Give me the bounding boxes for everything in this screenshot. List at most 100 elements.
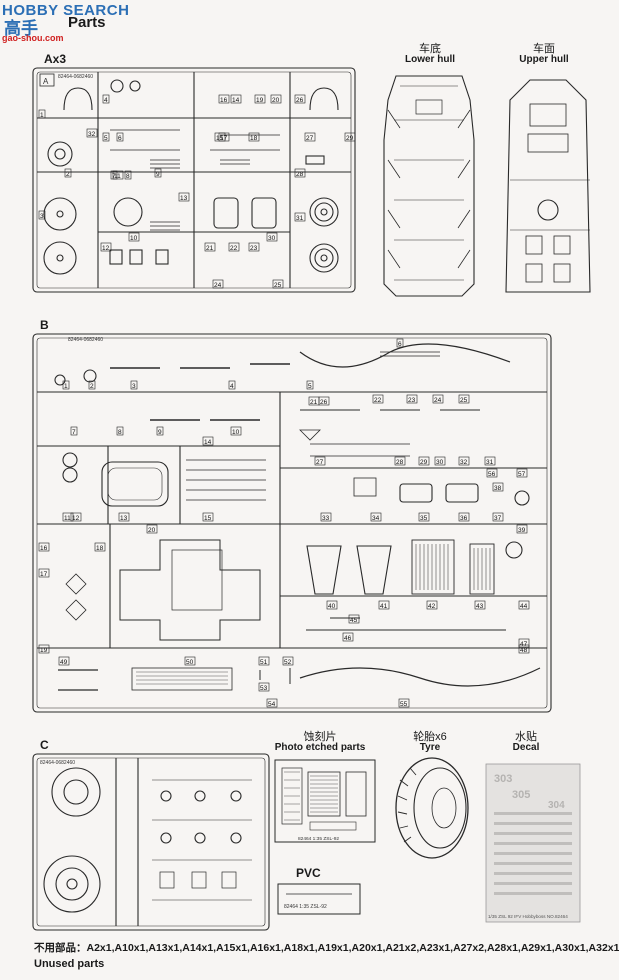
ax3-number-24: 24: [214, 282, 222, 289]
decal-sheet: 303 305 304 1/35 ZSL 92 IFV Hobbyboss NO…: [485, 763, 581, 923]
b-tag-57: [516, 468, 528, 478]
ax3-tag-6: [116, 132, 124, 142]
ax3-number-31: 31: [296, 215, 304, 222]
b-number-36: 36: [460, 515, 468, 522]
b-number-25: 25: [460, 397, 468, 404]
ax3-tag-1: [38, 109, 46, 119]
b-tag-3: [130, 380, 138, 390]
b-number-16: 16: [40, 545, 48, 552]
ax3-tag-9: [154, 168, 162, 178]
ax3-tag-5: [102, 132, 110, 142]
unused-parts-list: A2x1,A10x1,A13x1,A14x1,A15x1,A16x1,A18x1…: [86, 942, 619, 954]
b-number-21: 21: [310, 399, 318, 406]
ax3-number-2: 2: [66, 171, 70, 178]
ax3-tag-30: [266, 232, 278, 242]
b-tag-29: [418, 456, 430, 466]
b-tag-44: [518, 600, 530, 610]
b-number-18: 18: [96, 545, 104, 552]
b-number-14: 14: [204, 439, 212, 446]
b-tag-31: [484, 456, 496, 466]
watermark-brand: HOBBY SEARCH: [2, 2, 130, 19]
b-tag-30: [434, 456, 446, 466]
b-tag-36: [458, 512, 470, 522]
lower-hull-cn: 车底: [419, 43, 441, 55]
b-number-2: 2: [90, 383, 94, 390]
ax3-tag-14: [230, 94, 242, 104]
ax3-tag-25: [272, 279, 284, 289]
ax3-number-6: 6: [118, 135, 122, 142]
sprue-ax3-corner: A: [43, 77, 49, 86]
b-number-17: 17: [40, 571, 48, 578]
ax3-tag-27: [304, 132, 316, 142]
b-number-10: 10: [232, 429, 240, 436]
b-tag-16: [38, 542, 50, 552]
ax3-tag-22: [228, 242, 240, 252]
b-number-49: 49: [60, 659, 68, 666]
lower-hull-drawing: [383, 75, 475, 297]
lower-hull-en: Lower hull: [405, 54, 455, 65]
upper-hull-en: Upper hull: [519, 54, 569, 65]
b-tag-43: [474, 600, 486, 610]
b-number-6: 6: [398, 341, 402, 348]
b-number-5: 5: [308, 383, 312, 390]
b-tag-34: [370, 512, 382, 522]
ax3-number-3: 3: [40, 213, 44, 220]
sprue-b-code: 82464-0682460: [68, 337, 103, 343]
b-tag-27: [314, 456, 326, 466]
ax3-tag-17: [218, 132, 230, 142]
page-title: Parts: [68, 14, 106, 31]
b-number-20: 20: [148, 527, 156, 534]
b-number-24: 24: [434, 397, 442, 404]
ax3-tag-24: [212, 279, 224, 289]
b-number-42: 42: [428, 603, 436, 610]
b-number-9: 9: [158, 429, 162, 436]
ax3-number-8: 8: [126, 173, 130, 180]
ax3-tag-13: [178, 192, 190, 202]
ax3-number-14: 14: [232, 97, 240, 104]
b-tag-18: [94, 542, 106, 552]
ax3-number-11: 11: [114, 173, 121, 180]
b-tag-48: [518, 644, 530, 654]
b-tag-50: [184, 656, 196, 666]
decal-cn: 水贴: [515, 731, 537, 743]
b-number-37: 37: [494, 515, 502, 522]
b-number-50: 50: [186, 659, 194, 666]
b-tag-6: [396, 338, 404, 348]
b-tag-26: [318, 396, 330, 406]
sprue-c-label: C: [40, 738, 49, 752]
b-tag-33: [320, 512, 332, 522]
b-tag-7: [70, 426, 78, 436]
ax3-number-4: 4: [104, 97, 108, 104]
ax3-tag-23: [248, 242, 260, 252]
b-tag-56: [486, 468, 498, 478]
b-number-38: 38: [494, 485, 502, 492]
upper-hull-drawing: [505, 79, 591, 293]
b-tag-17: [38, 568, 50, 578]
ax3-tag-16: [218, 94, 230, 104]
decal-footer: 1/35 ZSL 92 IFV Hobbyboss NO.82464: [488, 914, 568, 919]
b-number-19: 19: [40, 647, 48, 654]
ax3-number-12: 12: [102, 245, 110, 252]
decal-en: Decal: [512, 742, 540, 753]
b-tag-1: [62, 380, 70, 390]
b-tag-47: [518, 638, 530, 648]
photo-etched-sheet: [274, 759, 376, 843]
ax3-number-18: 18: [250, 135, 258, 142]
ax3-number-16: 16: [220, 97, 228, 104]
sprue-ax3: [32, 67, 356, 293]
b-tag-46: [342, 632, 354, 642]
ax3-number-7: 7: [112, 173, 116, 180]
ax3-number-29: 29: [346, 135, 354, 142]
b-tag-2: [88, 380, 96, 390]
ax3-number-5: 5: [104, 135, 108, 142]
decal-mark-1: 303: [494, 773, 512, 785]
ax3-tag-10: [128, 232, 140, 242]
b-number-13: 13: [120, 515, 128, 522]
ax3-tag-3: [38, 210, 46, 220]
decal-mark-2: 305: [512, 789, 530, 801]
b-number-51: 51: [260, 659, 268, 666]
b-tag-35: [418, 512, 430, 522]
ax3-number-32: 32: [88, 131, 96, 138]
b-number-15: 15: [204, 515, 212, 522]
